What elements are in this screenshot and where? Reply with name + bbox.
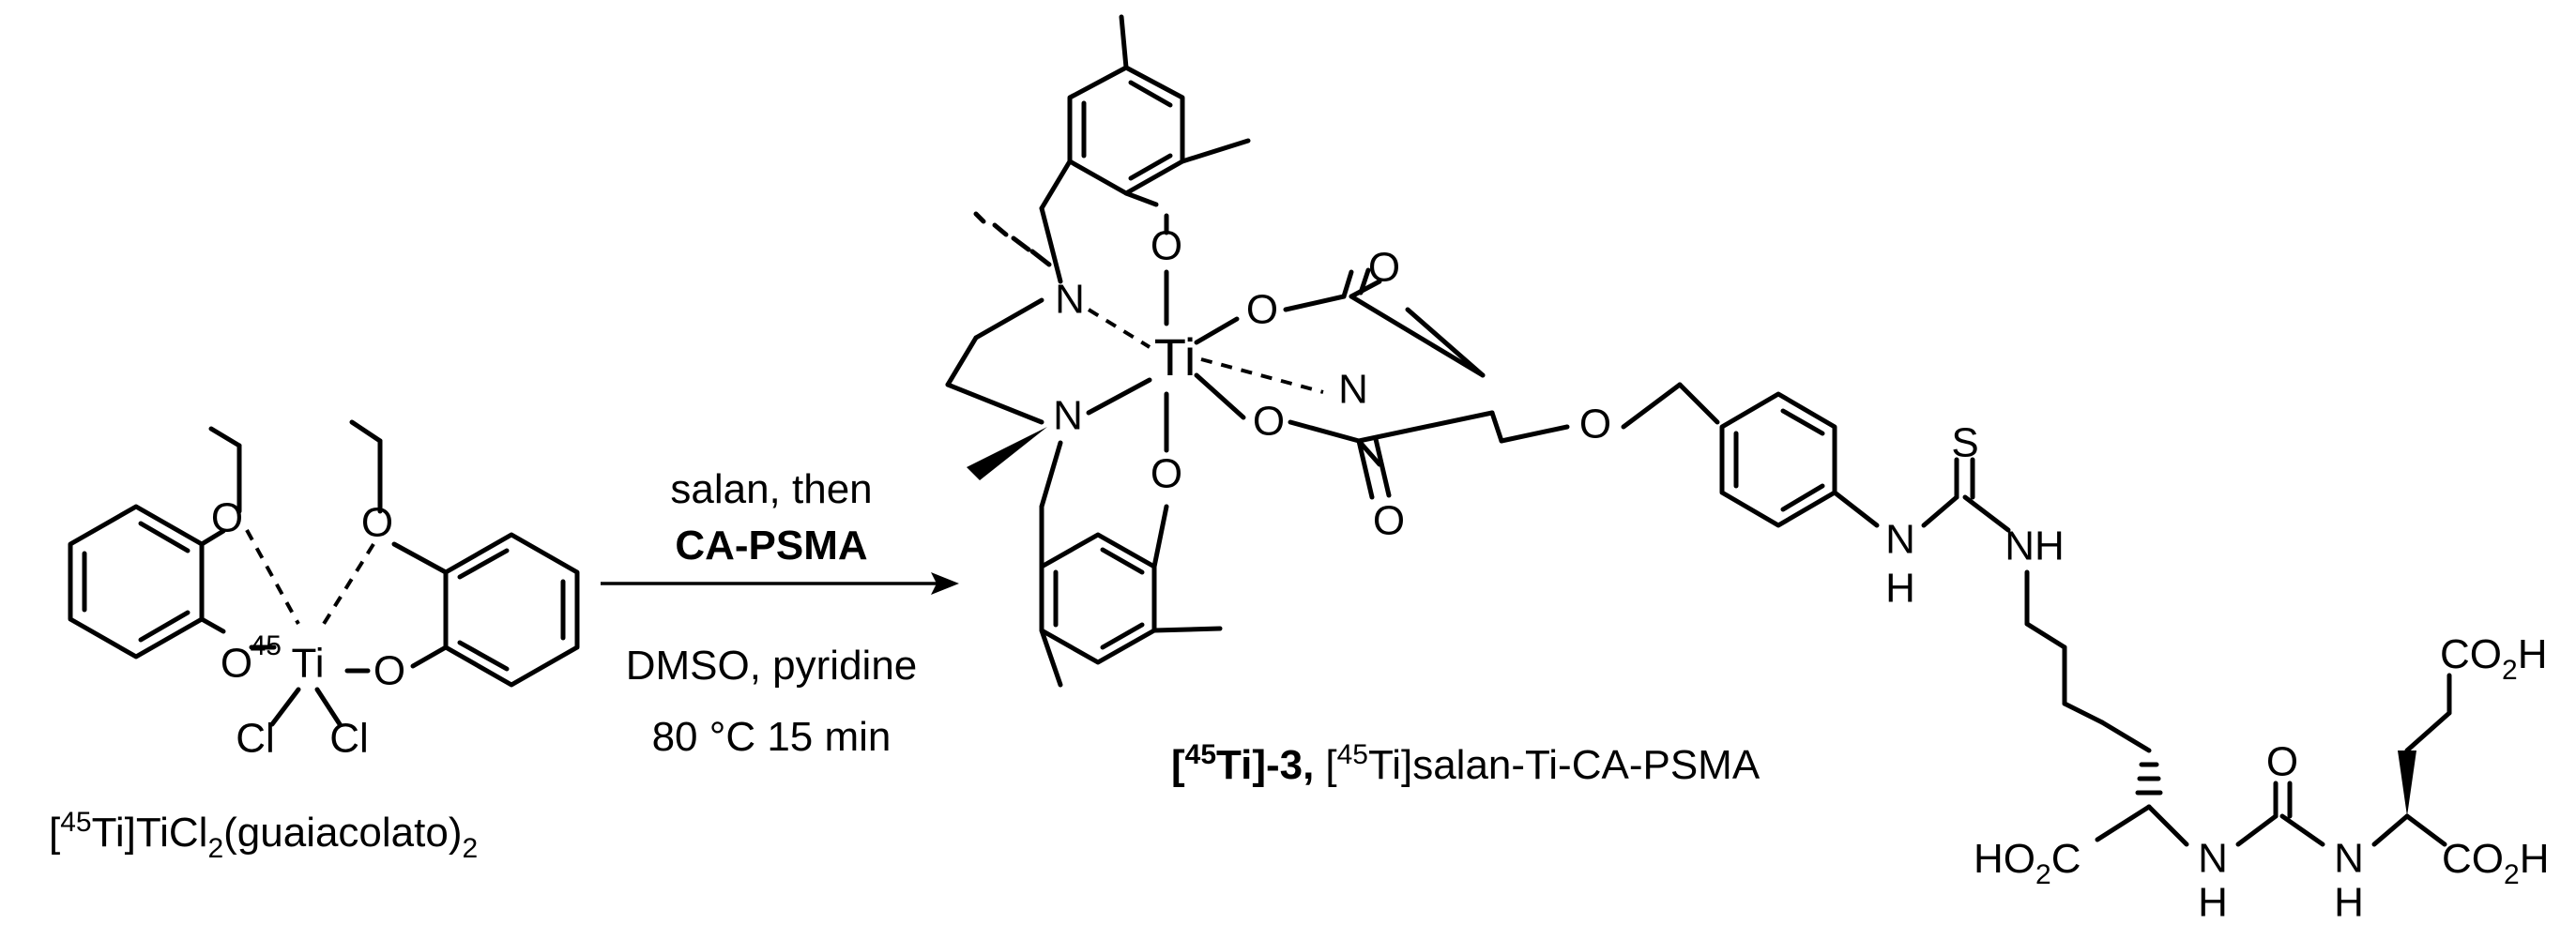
atom-o: O [1368, 245, 1400, 291]
atom-ti: Ti [1154, 327, 1197, 387]
atom-isotope: 45 [251, 630, 282, 661]
right-benzene-ring [443, 532, 580, 688]
atom-cl: Cl [329, 716, 369, 762]
atom-n: N [2334, 836, 2364, 882]
atom-o: O [373, 648, 405, 694]
atom-o: O [211, 495, 243, 541]
reagent-line-2: CA-PSMA [675, 523, 867, 569]
atom-o: O [1151, 223, 1182, 269]
atom-o: O [1246, 287, 1278, 333]
atom-o: O [1151, 451, 1182, 497]
atom-n: N [1053, 393, 1083, 439]
left-benzene-ring [68, 504, 205, 660]
atom-o: O [1373, 498, 1405, 544]
reactant-atom-labels: O O O O 45 Ti Cl Cl [211, 495, 405, 762]
atom-h: H [2198, 880, 2228, 926]
hash-wedge [973, 211, 1052, 267]
glu-alpha-carboxyl: CO2H [2442, 836, 2549, 890]
bold-wedge [967, 427, 1047, 480]
reactant-structure [68, 419, 580, 727]
atom-s: S [1951, 420, 1978, 466]
hash-wedge [2135, 762, 2163, 796]
atom-n: N [2198, 836, 2228, 882]
atom-n: N [1055, 277, 1085, 323]
atom-cl: Cl [236, 716, 275, 762]
top-aryl-ring [1067, 65, 1185, 196]
reaction-arrow [601, 572, 959, 595]
atom-o: O [1579, 402, 1611, 447]
atom-h: H [1885, 566, 1915, 612]
atom-o: O [1253, 399, 1285, 445]
atom-nh: NH [2004, 523, 2065, 569]
condition-line-2: 80 °C 15 min [652, 714, 892, 760]
product-atom-labels: O N Ti N O O O N O O O S N H NH O N H N … [1053, 223, 2364, 926]
lys-carboxyl: HO2C [1974, 836, 2081, 890]
condition-line-1: DMSO, pyridine [626, 643, 918, 689]
phenylene-ring [1719, 391, 1837, 528]
reagent-line-1: salan, then [670, 466, 872, 512]
product-structure [945, 14, 2452, 847]
arrowhead [931, 572, 959, 595]
atom-h: H [2334, 880, 2364, 926]
bold-wedge [2398, 750, 2416, 816]
atom-ti: Ti [291, 641, 324, 687]
atom-o: O [361, 500, 393, 546]
bottom-aryl-ring [1039, 532, 1157, 665]
glu-side-carboxyl: CO2H [2440, 631, 2547, 686]
atom-o: O [221, 641, 252, 687]
reactant-name: [45Ti]TiCl2(guaiacolato)2 [49, 807, 478, 864]
product-name: [45Ti]-3,[45Ti]salan-Ti-CA-PSMA [1171, 739, 1761, 788]
atom-n: N [1338, 367, 1368, 413]
atom-n: N [1885, 517, 1915, 563]
atom-o: O [2266, 739, 2298, 785]
